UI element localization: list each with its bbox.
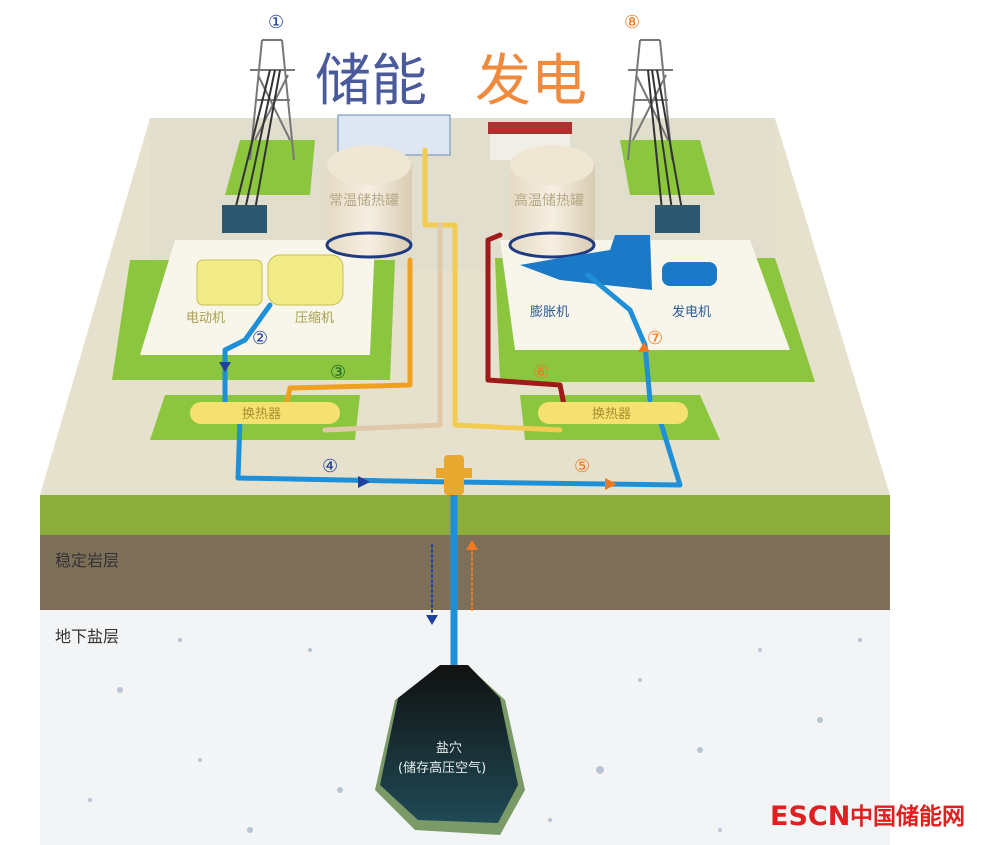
heat-exchanger-right-label: 换热器 [592,407,631,422]
title-generation: 发电 [475,49,587,114]
transformer-left [222,205,267,233]
stable-rock-label: 稳定岩层 [55,551,119,570]
cavern-subtitle: (储存高压空气) [398,760,486,776]
yellow-pipe [422,147,563,433]
salt-layer-label: 地下盐层 [55,627,119,646]
red-pipe [485,232,568,413]
arrow-right-icon [605,478,617,490]
salt-speckles [88,638,862,833]
blue-pipe-compression [222,302,453,485]
step-7: ⑦ [647,328,663,349]
motor [196,259,263,306]
arrow-down-icon [426,615,438,625]
cavern-title: 盐穴 [436,741,462,756]
step-3: ③ [330,362,346,383]
step-5: ⑤ [574,456,590,477]
arrow-up-icon [638,342,650,352]
logo-chinese: 中国储能网 [850,803,965,830]
step-4: ④ [322,456,338,477]
high-temperature-tank [508,145,596,259]
heat-exchanger-right [538,402,688,424]
heat-exchanger-left [190,402,340,424]
power-tower-right [627,39,683,211]
rock-layer [40,535,890,610]
expander-label: 膨胀机 [530,305,569,320]
ambient-temperature-tank [325,145,413,259]
step-1: ① [268,12,284,33]
expander [520,235,652,290]
power-tower-left [234,39,295,211]
step-2: ② [252,328,268,349]
generator-label: 发电机 [672,304,711,320]
beige-pipe [322,222,443,433]
wellhead-valve [436,455,472,495]
hot-tank-label: 高温储热罐 [514,192,584,209]
green-area [225,140,315,195]
arrow-right-icon [358,476,370,488]
topsoil-layer [40,495,890,535]
compressor [267,254,344,306]
compressor-label: 压缩机 [295,310,334,326]
transformer-right [655,205,700,233]
blue-pipe-expansion [452,272,683,488]
ambient-tank-label: 常温储热罐 [329,193,399,209]
orange-pipe [282,257,413,413]
motor-label: 电动机 [186,311,225,326]
step-6: ⑥ [533,362,549,383]
logo-latin: ESCN [770,801,850,832]
title-storage: 储能 [315,49,427,114]
step-8: ⑧ [624,12,640,33]
generator [662,262,717,286]
arrow-down-icon [219,362,231,372]
heat-exchanger-left-label: 换热器 [242,407,281,422]
arrow-up-icon [466,540,478,550]
green-area [620,140,715,195]
